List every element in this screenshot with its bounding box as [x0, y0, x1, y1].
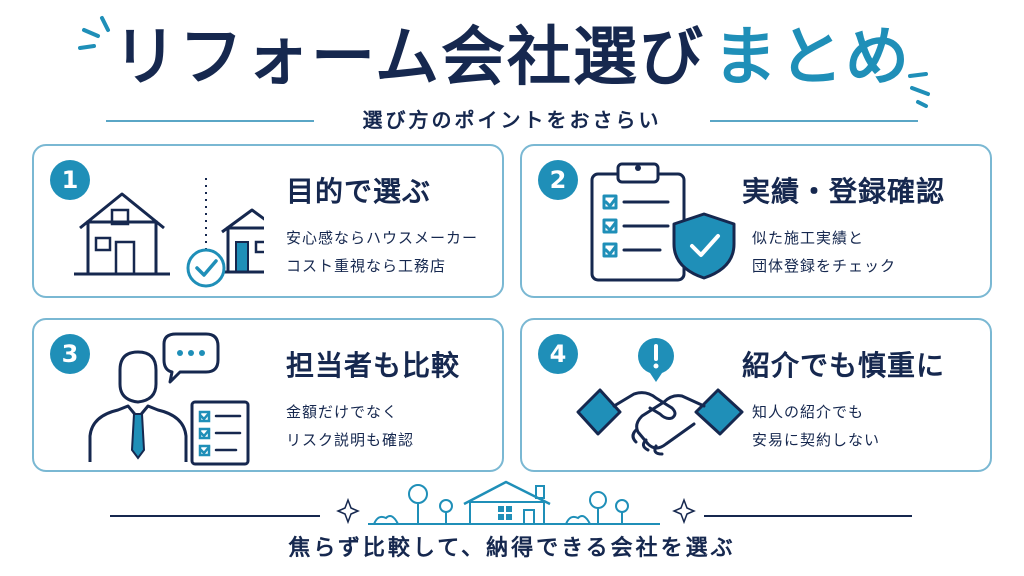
card-desc-line: リスク説明も確認: [286, 431, 415, 449]
title-main: リフォーム会社選び: [112, 21, 706, 95]
card-number-badge: 3: [50, 334, 90, 374]
sparkle-left-icon: [78, 16, 110, 50]
title-accent: まとめ: [713, 21, 912, 95]
subtitle-divider-right: [710, 120, 918, 122]
card-referral: 4 紹介でも慎重に 知人の紹介でも 安易に契約しない: [520, 318, 992, 472]
subtitle-divider-left: [106, 120, 314, 122]
card-title: 実績・登録確認: [742, 175, 946, 208]
card-desc-line: 金額だけでなく: [286, 403, 399, 421]
card-description: 知人の紹介でも 安易に契約しない: [752, 398, 962, 454]
card-number-badge: 2: [538, 160, 578, 200]
card-number-badge: 1: [50, 160, 90, 200]
town-skyline-icon: [110, 480, 912, 525]
card-number-badge: 4: [538, 334, 578, 374]
card-desc-line: 知人の紹介でも: [752, 403, 865, 421]
subtitle: 選び方のポイントをおさらい: [362, 108, 662, 132]
card-staff: 3 担当者も比較 金額だけでなく リスク説明も確認: [32, 318, 504, 472]
card-desc-line: 似た施工実績と: [752, 229, 865, 247]
subtitle-row: 選び方のポイントをおさらい: [0, 104, 1024, 136]
card-description: 似た施工実績と 団体登録をチェック: [752, 224, 962, 280]
card-title: 紹介でも慎重に: [742, 349, 946, 382]
card-desc-line: コスト重視なら工務店: [286, 257, 447, 275]
clipboard-shield-icon: [590, 162, 736, 282]
card-description: 安心感ならハウスメーカー コスト重視なら工務店: [286, 224, 496, 280]
card-description: 金額だけでなく リスク説明も確認: [286, 398, 496, 454]
card-track-record: 2 実績・登録確認 似た施工実績と 団体登録をチェック: [520, 144, 992, 298]
footer-message: 焦らず比較して、納得できる会社を選ぶ: [288, 536, 736, 561]
card-title: 目的で選ぶ: [286, 175, 432, 208]
card-desc-line: 安心感ならハウスメーカー: [286, 229, 479, 247]
card-desc-line: 団体登録をチェック: [752, 257, 897, 275]
person-speech-icon: [88, 332, 250, 466]
handshake-alert-icon: [576, 338, 744, 456]
sparkle-right-icon: [908, 72, 930, 108]
card-desc-line: 安易に契約しない: [752, 431, 881, 449]
page-title: リフォーム会社選びまとめ: [0, 18, 1024, 98]
card-title: 担当者も比較: [286, 349, 461, 382]
houses-check-icon: [74, 178, 264, 288]
card-purpose: 1 目的で選ぶ 安心感ならハウスメーカー コスト重視なら工務店: [32, 144, 504, 298]
